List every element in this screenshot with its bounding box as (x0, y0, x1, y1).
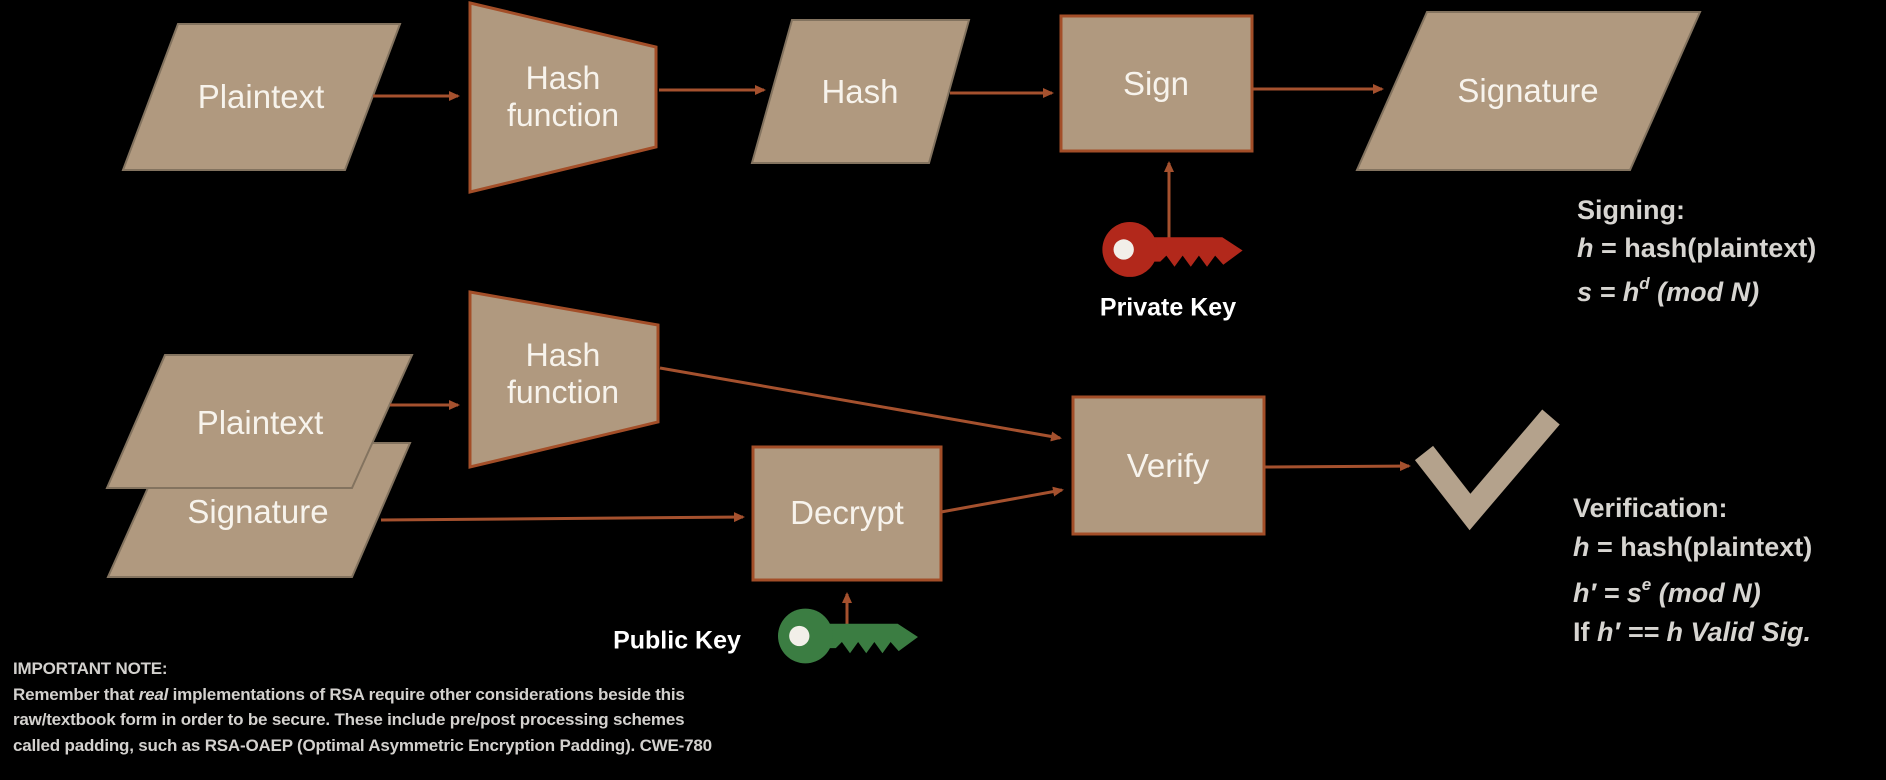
public-key-label: Public Key (613, 626, 741, 655)
arrow-verify-to-check (1263, 461, 1411, 472)
decrypt-label: Decrypt (790, 494, 904, 532)
verify-box (1071, 395, 1266, 536)
arrow-decrypt-to-verify (940, 486, 1064, 514)
plaintext2-label: Plaintext (196, 404, 324, 442)
signature2-label: Signature (187, 493, 329, 531)
verification-line3: If h′ == h Valid Sig. (1573, 617, 1812, 647)
hash-label: Hash (821, 73, 899, 111)
sign-label: Sign (1122, 65, 1190, 103)
note-heading: IMPORTANT NOTE: (13, 659, 168, 678)
sign-box (1059, 14, 1254, 153)
plaintext1-label: Plaintext (197, 78, 325, 116)
verify-label: Verify (1126, 447, 1210, 485)
note-line1: Remember that real implementations of RS… (13, 684, 685, 704)
arrow-hashfn2-to-verify (659, 366, 1062, 442)
hash-parallelogram (750, 19, 971, 164)
note-line3: called padding, such as RSA-OAEP (Optima… (13, 735, 712, 755)
hash-function1-label: Hash function (506, 60, 620, 133)
note-line2: raw/textbook form in order to be secure.… (13, 710, 685, 729)
checkmark-icon (1414, 409, 1560, 531)
signing-title: Signing: (1577, 195, 1685, 225)
hash-function2-trapezoid (468, 290, 660, 469)
signature1-label: Signature (1457, 72, 1599, 110)
hash-function1-trapezoid (468, 1, 658, 194)
signature1-parallelogram (1355, 11, 1702, 171)
hash-function2-label: Hash function (506, 337, 620, 410)
signing-line2: s = hd (mod N) (1577, 274, 1760, 307)
plaintext1-parallelogram (121, 23, 402, 171)
arrow-signature2-to-decrypt (380, 512, 745, 523)
important-note: IMPORTANT NOTE: Remember that real imple… (13, 656, 712, 758)
private-key-icon (1102, 222, 1243, 277)
signing-formulas: Signing: h = hash(plaintext) s = hd (mod… (1577, 191, 1816, 311)
private-key-label: Private Key (1099, 293, 1237, 322)
verification-line1: h = hash(plaintext) (1573, 532, 1813, 562)
verification-line2: h′ = se (mod N) (1573, 575, 1761, 608)
verification-formulas: Verification: h = hash(plaintext) h′ = s… (1573, 489, 1812, 652)
plaintext2-parallelogram (105, 354, 414, 489)
decrypt-box (751, 445, 943, 582)
verification-title: Verification: (1573, 493, 1728, 523)
signing-line1: h = hash(plaintext) (1577, 233, 1817, 263)
